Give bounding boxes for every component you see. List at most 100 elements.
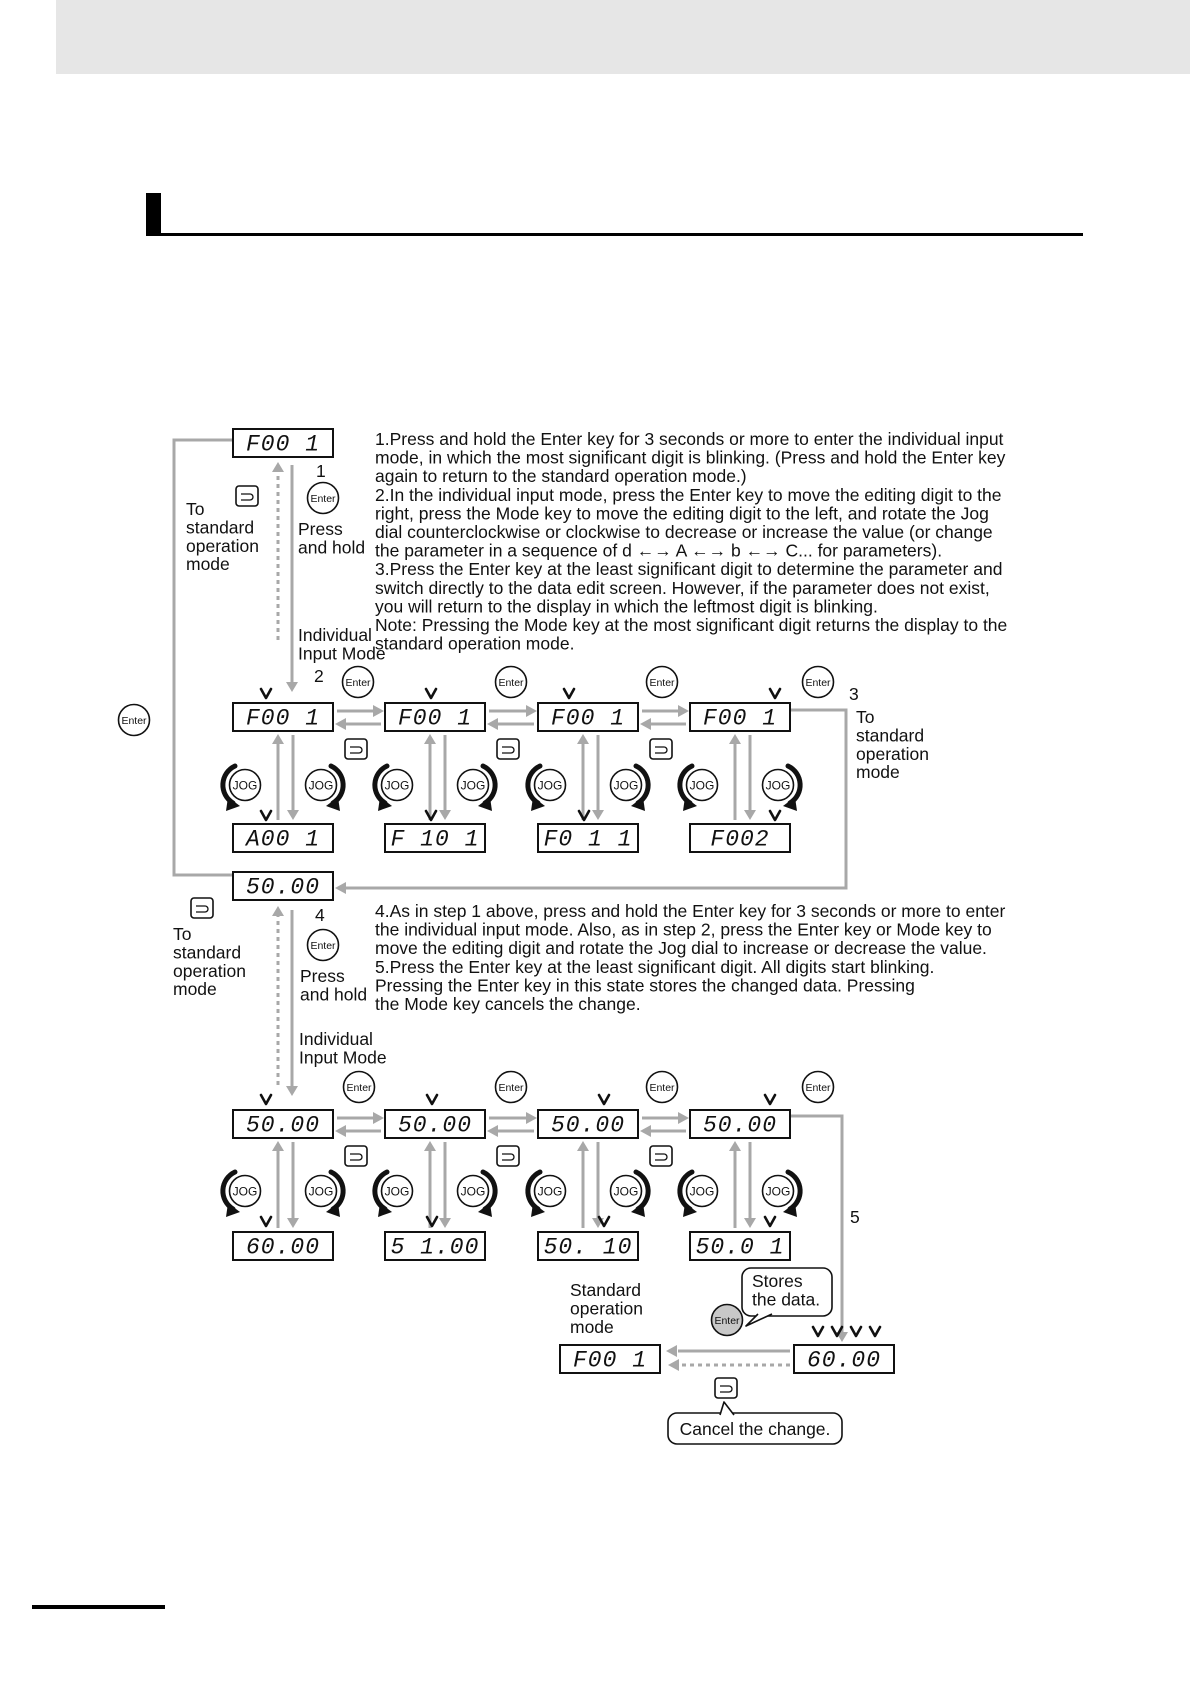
caret-data-row-1 [259,1093,273,1106]
lcd-param-row-2: F00 1 [384,702,486,732]
arrowhead-data-right-1 [373,1112,384,1124]
caret-final-blink-4 [868,1325,882,1338]
instruction-top-line-9: switch directly to the data edit screen.… [375,578,990,598]
arrowhead-step3-to-data [335,882,346,894]
jog-dial-param-ccw-2-rotation-arc [372,763,390,806]
caret-param-row-2 [424,687,438,700]
jog-dial-data-cw-1-rotation-arc [328,1169,346,1212]
mode-key-data-2-outline [496,1145,520,1167]
lcd-final-standard-text: F00 1 [573,1347,647,1373]
lcd-param-row-3-frame [537,702,639,732]
caret-data-row-3 [597,1093,611,1106]
lcd-data-changed-3: 50. 10 [537,1231,639,1261]
enter-key-step1-outline [306,481,340,515]
footer-rule [32,1605,165,1609]
enter-key-data-3-label: Enter [649,1082,675,1094]
enter-key-data-4: Enter [801,1070,835,1104]
section-heading-bar [146,193,161,235]
enter-key-data-2-label: Enter [498,1082,524,1094]
connector-lines [172,438,848,1371]
lcd-final-blinking-text: 60.00 [807,1347,881,1373]
arrowhead-data-down-2 [439,1218,451,1228]
instruction-top-line-1: 1.Press and hold the Enter key for 3 sec… [375,429,1004,449]
caret-param-row-1 [259,687,273,700]
instruction-top-line-12: standard operation mode. [375,634,574,654]
lcd-data-row-3: 50.00 [537,1109,639,1139]
jog-dial-data-cw-3-label: JOG [614,1185,639,1199]
instruction-top-line-3: again to return to the standard operatio… [375,466,747,486]
lcd-data-row-2-text: 50.00 [398,1112,472,1138]
enter-key-store: Enter [710,1303,744,1337]
lcd-data-row-1-frame [232,1109,334,1139]
caret-data-changed-4 [763,1215,777,1228]
to-standard-label-2-line-3: operation [856,744,929,764]
arrowhead-param-left-2 [487,718,498,730]
jog-dial-data-ccw-3: JOG [525,1169,567,1217]
lcd-data-row-2: 50.00 [384,1109,486,1139]
jog-dial-param-ccw-4-knob [685,768,719,802]
lcd-data-changed-4-text: 50.0 1 [696,1234,785,1260]
arrowhead-param-down-1 [287,810,299,820]
jog-dial-data-ccw-3-label: JOG [538,1185,563,1199]
lcd-data-changed-1: 60.00 [232,1231,334,1261]
to-standard-label-2-line-1: To [856,707,874,727]
stores-data-bubble-tail [745,1313,773,1327]
lcd-data-row-3-frame [537,1109,639,1139]
arrowhead-data-up-3 [577,1141,589,1151]
cancel-change-label: Cancel the change. [680,1419,831,1439]
jog-dial-param-ccw-2: JOG [372,763,414,811]
mode-key-param-1-glyph [350,746,363,754]
mode-key-param-3-glyph [655,746,668,754]
jog-dial-data-ccw-2-rotation-arc [372,1169,390,1212]
lcd-data-top-text: 50.00 [246,874,320,900]
jog-dial-data-cw-4-knob [761,1174,795,1208]
lcd-param-row-3-text: F00 1 [551,705,625,731]
loop-line-left-param [172,438,233,877]
stores-data-label-line-2: the data. [752,1289,820,1309]
jog-dial-data-ccw-4-rotation-arc [677,1169,695,1212]
enter-key-param-4-outline [801,665,835,699]
arrowhead-data-up-1 [272,1141,284,1151]
lcd-data-changed-4-frame [689,1231,791,1261]
lcd-param-changed-1: A00 1 [232,823,334,853]
to-standard-label-3-line-2: standard [173,942,241,962]
enter-key-param-3-outline [645,665,679,699]
jog-dial-param-cw-4: JOG [761,763,803,811]
jog-dial-data-cw-2-label: JOG [461,1185,486,1199]
jog-dial-data-ccw-1-rotation-arc [220,1169,238,1212]
enter-key-data-4-outline [801,1070,835,1104]
mode-key-data-2 [496,1145,520,1167]
instruction-top-line-5: right, press the Mode key to move the ed… [375,503,989,523]
jog-dial-param-ccw-3-knob [533,768,567,802]
lcd-data-row-1-text: 50.00 [246,1112,320,1138]
jog-dial-data-ccw-4-label: JOG [690,1185,715,1199]
to-standard-label-1-line-2: standard [186,517,254,537]
mode-key-cancel-outline [714,1377,738,1399]
jog-dial-param-cw-3-label: JOG [614,779,639,793]
lcd-param-row-3: F00 1 [537,702,639,732]
jog-dial-data-ccw-3-rotation-arc [525,1169,543,1212]
enter-key-data-1-label: Enter [346,1082,372,1094]
individual-input-label-1-line-2: Input Mode [298,643,386,663]
lcd-data-row-3-text: 50.00 [551,1112,625,1138]
cancel-change-bubble [667,1412,843,1445]
instruction-top-line-2: mode, in which the most significant digi… [375,448,1006,468]
step-number-3: 3 [849,684,859,704]
arrowhead-data-left-1 [335,1125,346,1137]
lcd-param-changed-1-frame [232,823,334,853]
jog-dial-data-cw-1-label: JOG [309,1185,334,1199]
enter-key-step4-outline [306,928,340,962]
instruction-bottom-line-1: 4.As in step 1 above, press and hold the… [375,901,1006,921]
caret-param-changed-4 [768,809,782,822]
jog-dial-data-cw-2-knob [456,1174,490,1208]
instruction-top-line-8: 3.Press the Enter key at the least signi… [375,559,1002,579]
jog-dial-param-ccw-3: JOG [525,763,567,811]
mode-key-to-standard-2-outline [190,897,214,919]
enter-key-data-1-outline [342,1070,376,1104]
enter-key-step1: Enter [306,481,340,515]
stores-data-bubble [741,1267,833,1317]
caret-final-blink-2 [830,1325,844,1338]
jog-dial-data-cw-3: JOG [609,1169,651,1217]
lcd-param-top: F00 1 [232,428,334,458]
